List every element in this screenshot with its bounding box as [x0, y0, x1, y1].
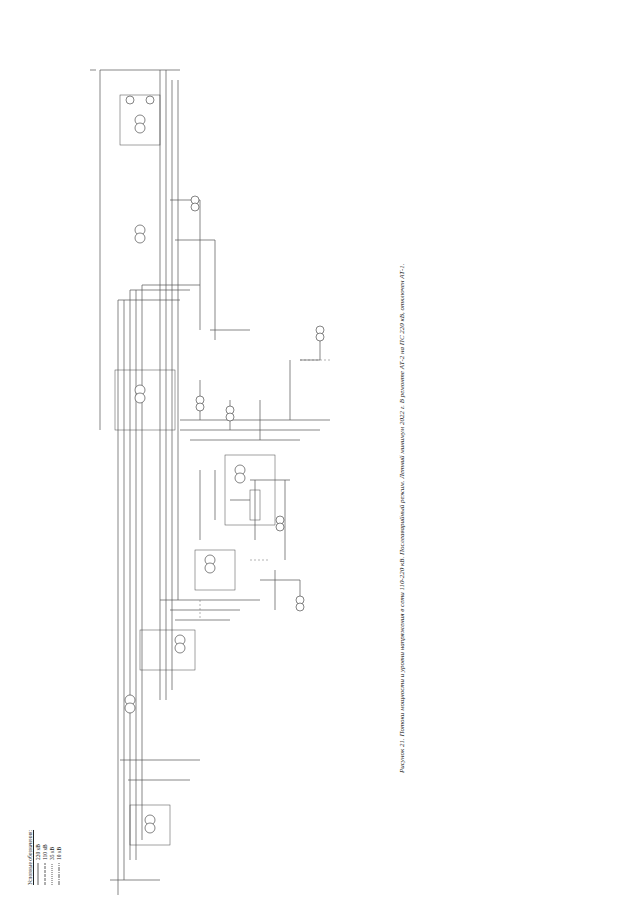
legend-line-sample — [57, 863, 61, 885]
legend-text: 10 кВ — [56, 847, 62, 860]
legend-row: 10 кВ — [56, 775, 62, 885]
legend-text: 35 кВ — [49, 847, 55, 860]
legend-row: 220 кВ — [35, 775, 41, 885]
legend-row: 35 кВ — [49, 775, 55, 885]
legend-row: 110 кВ — [42, 775, 48, 885]
legend-text: 220 кВ — [35, 844, 41, 860]
legend-line-sample — [43, 863, 47, 885]
legend-text: 110 кВ — [42, 844, 48, 860]
legend-heading: Условные обозначения: — [27, 775, 33, 885]
legend-line-sample — [36, 863, 40, 885]
legend-box: Условные обозначения:220 кВ110 кВ35 кВ10… — [27, 775, 63, 885]
figure-caption: Рисунок 21. Потоки мощности и уровни нап… — [398, 208, 406, 828]
legend-line-sample — [50, 863, 54, 885]
